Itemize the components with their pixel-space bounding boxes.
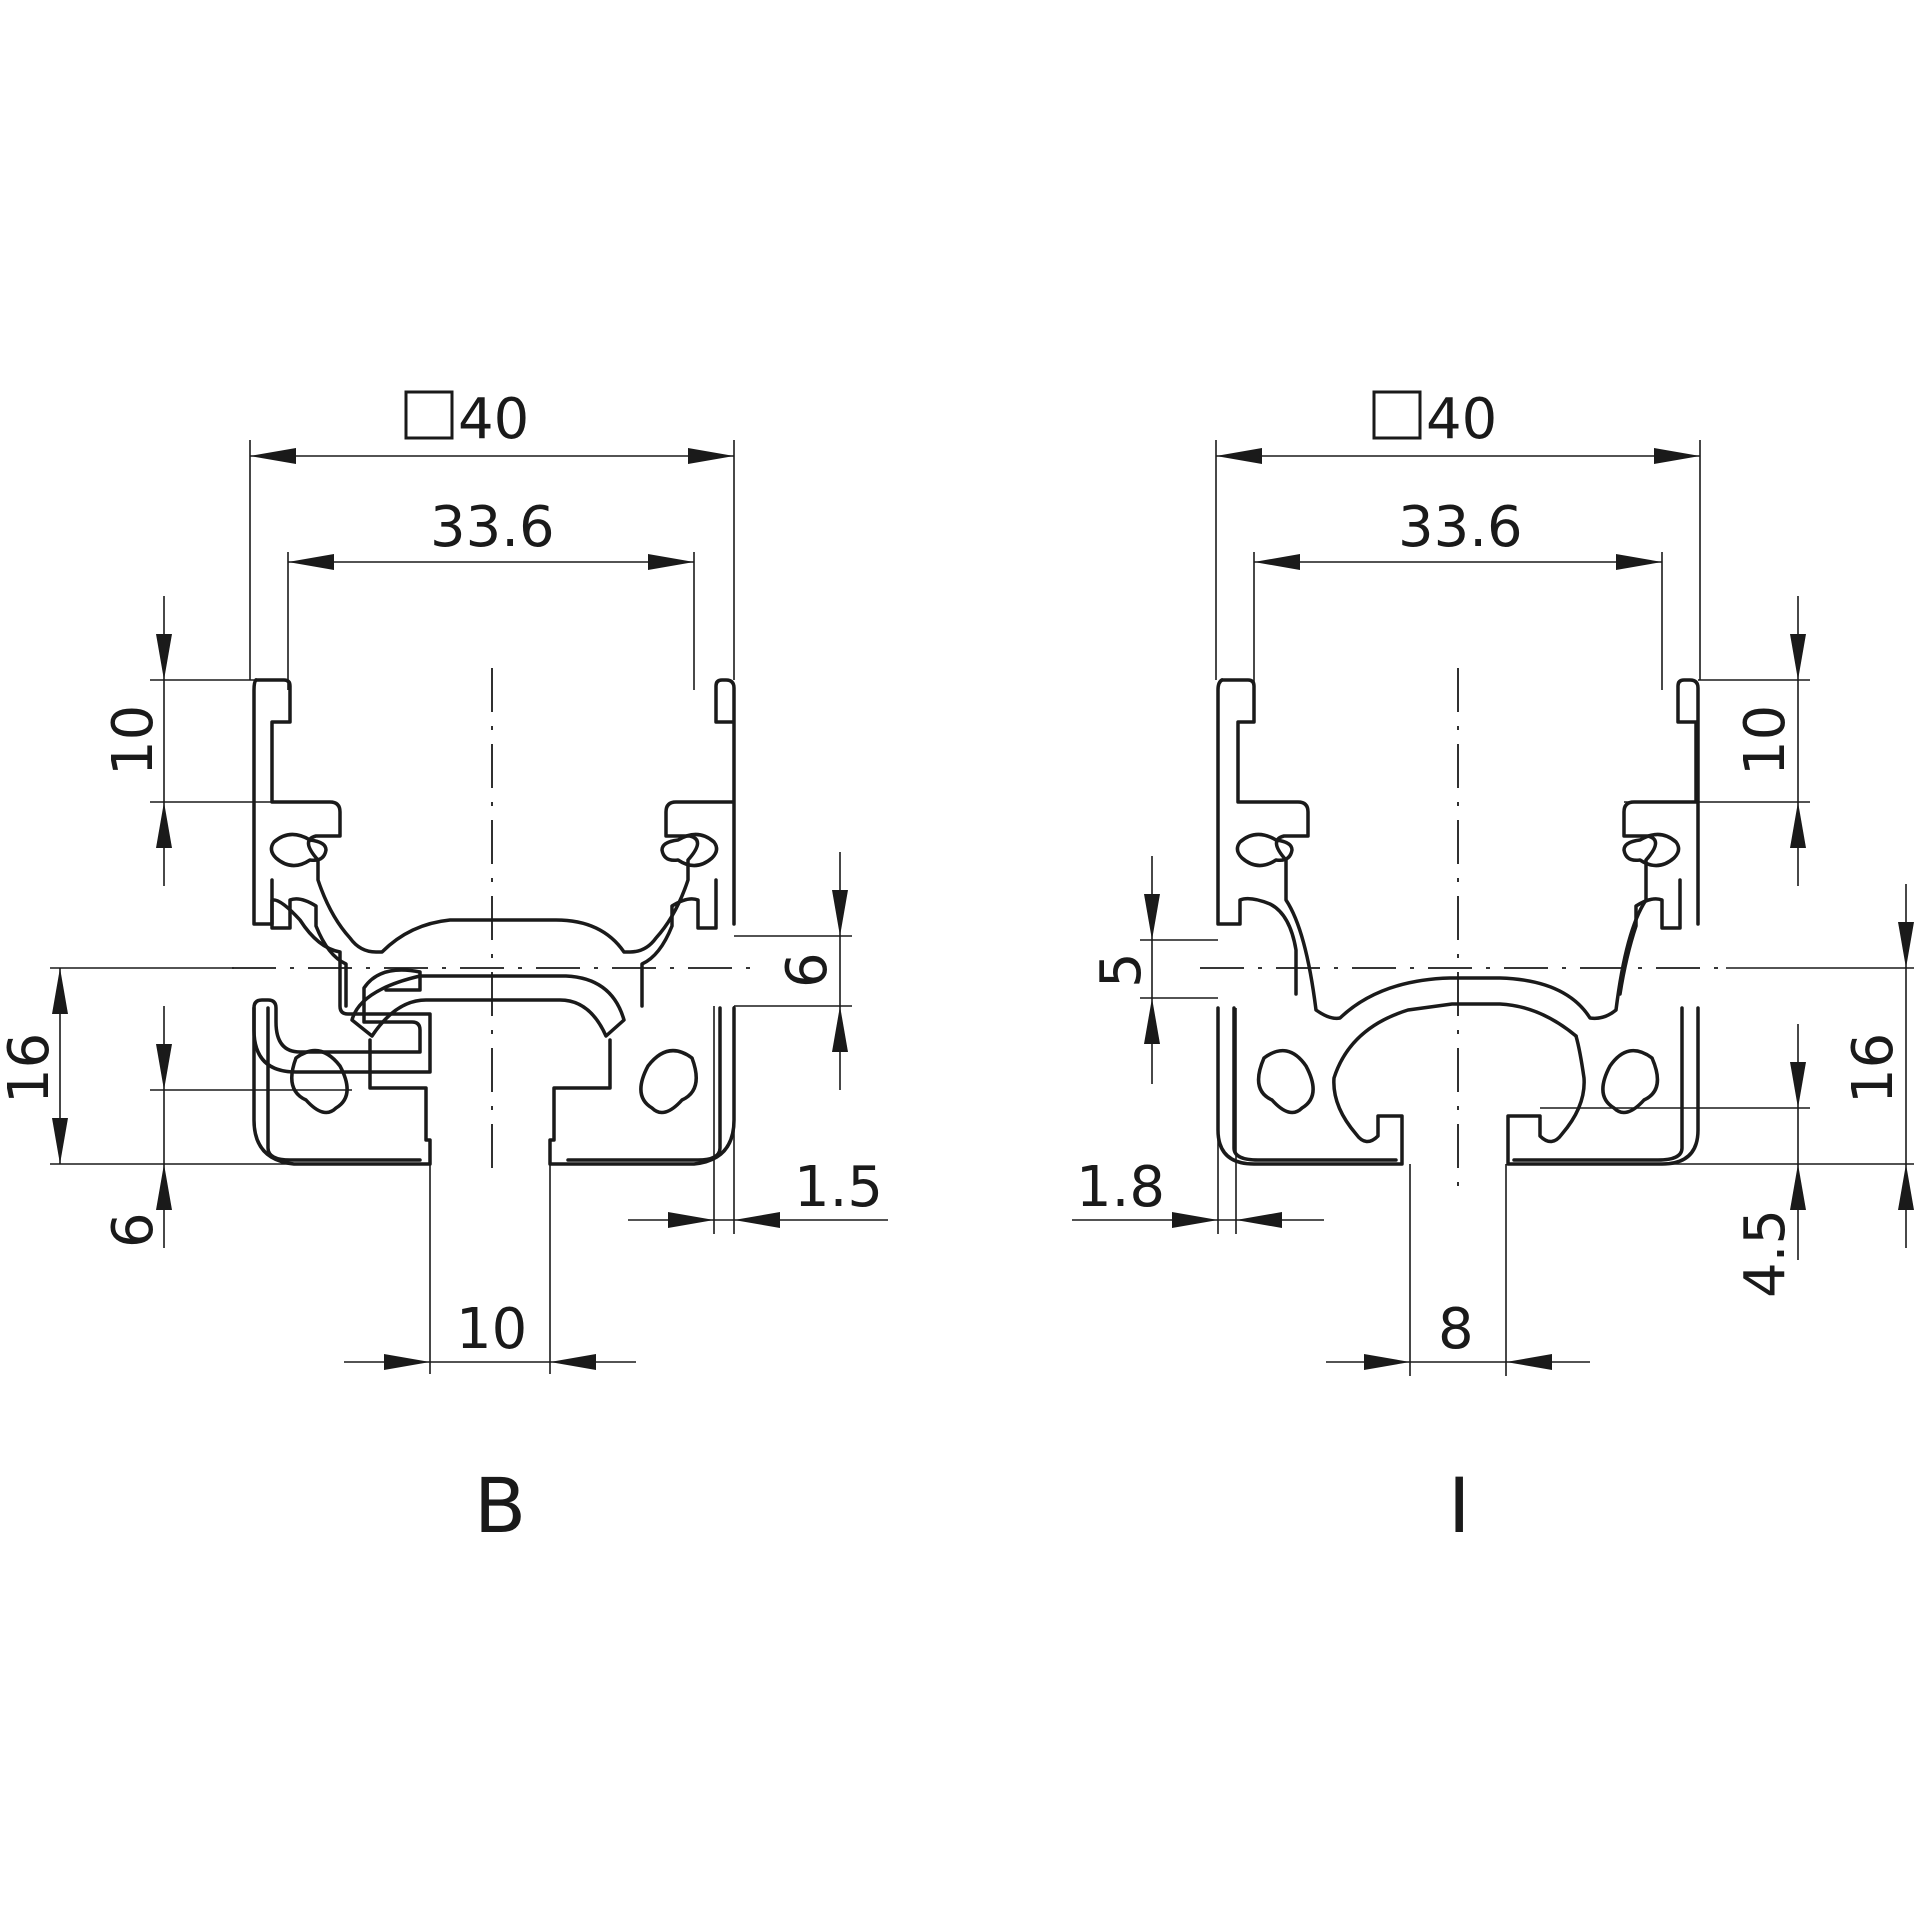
profile-b-dim-6s-arrow-bottom bbox=[832, 1006, 848, 1052]
profile-b-left-slot bbox=[266, 1006, 422, 1162]
profile-b-dim-40-arrow-left bbox=[250, 448, 296, 464]
profile-b-bottom-left bbox=[252, 1006, 432, 1166]
profile-b-caption: B bbox=[474, 1461, 526, 1550]
profile-i-dim-4-5-label: 4.5 bbox=[1733, 1209, 1798, 1298]
profile-i-dim-5-arrow-bottom bbox=[1144, 998, 1160, 1044]
profile-b-dim-1-5-arrow-right bbox=[734, 1212, 780, 1228]
profile-b-dim-10s-label: 10 bbox=[456, 1297, 527, 1362]
profile-b-dim-10s-arrow-right bbox=[550, 1354, 596, 1370]
profile-i-dim-1-8-arrow-left bbox=[1172, 1212, 1218, 1228]
profile-i-dim-40-arrow-right bbox=[1654, 448, 1700, 464]
profile-b-dim-6b-arrow-bottom bbox=[156, 1164, 172, 1210]
profile-b-right-wall bbox=[640, 878, 718, 1008]
profile-b-dim-16-arrow-bottom bbox=[52, 1118, 68, 1164]
profile-b-lower-body bbox=[252, 678, 432, 1074]
profile-b-dim-1-5-label: 1.5 bbox=[794, 1155, 883, 1220]
profile-i-dim-16-label: 16 bbox=[1841, 1033, 1906, 1104]
profile-i-left-node bbox=[1235, 832, 1294, 868]
profile-b-dim-40-label: 40 bbox=[458, 387, 529, 452]
square-symbol-icon bbox=[1372, 390, 1422, 440]
profile-b-outline bbox=[254, 678, 736, 954]
profile-b: 40 33.6 10 16 6 6 bbox=[0, 387, 888, 1550]
profile-b-dim-10-arrow-top bbox=[156, 634, 172, 680]
profile-i-dim-10-label: 10 bbox=[1733, 705, 1798, 776]
profile-i-dim-40-label: 40 bbox=[1426, 387, 1497, 452]
profile-b-right-node bbox=[660, 832, 719, 868]
profile-i-dim-33-arrow-left bbox=[1254, 554, 1300, 570]
profile-i-dim-5-label: 5 bbox=[1089, 952, 1154, 988]
profile-i-dim-33-label: 33.6 bbox=[1398, 495, 1523, 560]
profile-b-dim-16-label: 16 bbox=[0, 1033, 62, 1104]
profile-i-left-wall bbox=[1216, 678, 1298, 996]
profile-i-right-node bbox=[1622, 832, 1681, 868]
profile-i-dim-33-arrow-right bbox=[1616, 554, 1662, 570]
profile-i-lower-right bbox=[1506, 1006, 1700, 1166]
profile-b-center-web bbox=[350, 974, 626, 1038]
profile-b-left-node bbox=[269, 832, 328, 868]
profile-i-caption: I bbox=[1448, 1461, 1470, 1550]
profile-i-dim-4-5-arrow-top bbox=[1790, 1062, 1806, 1108]
profile-b-dim-33-arrow-left bbox=[288, 554, 334, 570]
profile-b-dim-6b-label: 6 bbox=[101, 1212, 166, 1248]
profile-i-right-wall bbox=[1618, 878, 1682, 996]
square-symbol-icon bbox=[404, 390, 454, 440]
profile-i-dim-40-arrow-left bbox=[1216, 448, 1262, 464]
profile-b-dim-6s-label: 6 bbox=[775, 952, 840, 988]
profile-b-dim-10-label: 10 bbox=[101, 705, 166, 776]
profile-i-dim-1-8-label: 1.8 bbox=[1076, 1155, 1165, 1220]
profile-b-dim-6b-arrow-top bbox=[156, 1044, 172, 1090]
profile-b-dim-10-arrow-bottom bbox=[156, 802, 172, 848]
profile-i-dim-1-8-arrow-right bbox=[1236, 1212, 1282, 1228]
profile-b-dim-6s-arrow-top bbox=[832, 890, 848, 936]
profile-i-dim-10-arrow-bottom bbox=[1790, 802, 1806, 848]
profile-b-dim-40-arrow-right bbox=[688, 448, 734, 464]
profile-b-left-wall bbox=[270, 878, 348, 1008]
profile-b-dim-16-arrow-top bbox=[52, 968, 68, 1014]
profile-b-dim-10s-arrow-left bbox=[384, 1354, 430, 1370]
profile-i-dim-8-arrow-right bbox=[1506, 1354, 1552, 1370]
profile-i-left-slot bbox=[1232, 1006, 1398, 1162]
profile-b-dim-33-label: 33.6 bbox=[430, 495, 555, 560]
profile-i-dim-16-arrow-top bbox=[1898, 922, 1914, 968]
profile-i-dim-8-arrow-left bbox=[1364, 1354, 1410, 1370]
profile-i-dim-10-arrow-top bbox=[1790, 634, 1806, 680]
profile-b-dim-33-arrow-right bbox=[648, 554, 694, 570]
profile-i-dim-16-arrow-bottom bbox=[1898, 1164, 1914, 1210]
profile-i-dim-5-arrow-top bbox=[1144, 894, 1160, 940]
profile-b-right-slot bbox=[566, 1006, 722, 1162]
profile-b-dim-1-5-arrow-left bbox=[668, 1212, 714, 1228]
profile-i-dim-4-5-arrow-bottom bbox=[1790, 1164, 1806, 1210]
profile-i-dim-8-label: 8 bbox=[1438, 1297, 1474, 1362]
profile-i: 40 33.6 10 5 16 4.5 bbox=[1072, 387, 1914, 1550]
profile-i-lower-left bbox=[1216, 1002, 1578, 1166]
